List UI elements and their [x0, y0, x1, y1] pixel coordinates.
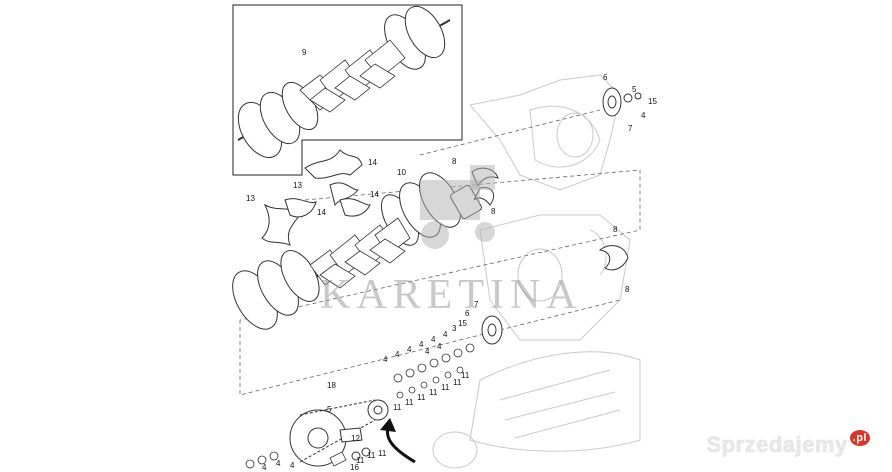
callout-11-bottom-1: 11 — [356, 456, 365, 465]
callout-4-bottom-2: 4 — [276, 459, 281, 468]
callout-4-row-4: 4 — [419, 340, 424, 349]
callout-11-row-6: 11 — [453, 378, 462, 387]
inset-auger — [237, 5, 451, 158]
callout-4-row-8: 4 — [425, 347, 430, 356]
callout-6-top: 6 — [603, 73, 608, 82]
site-stamp: Sprzedajemy.pl — [706, 430, 870, 458]
callout-5-top: 5 — [632, 85, 637, 94]
callout-5-bottom: 5 — [327, 405, 332, 414]
callout-11-row-1: 11 — [393, 403, 402, 412]
callout-11-bottom-2: 11 — [367, 451, 376, 460]
callout-16: 16 — [350, 463, 359, 472]
callout-14-a: 14 — [368, 158, 377, 167]
main-auger-paddles — [309, 217, 411, 289]
frame-housing-outline — [432, 74, 641, 469]
callout-11-row-2: 11 — [405, 398, 414, 407]
watermark-tractor-icon — [420, 165, 495, 249]
callout-4-bottom-3: 4 — [290, 461, 295, 470]
drive-sprocket-chain — [289, 399, 389, 467]
callout-11-row-7: 11 — [461, 371, 470, 380]
callout-3: 3 — [452, 324, 457, 333]
callout-4-row-5: 4 — [431, 335, 436, 344]
callout-14-c: 14 — [370, 190, 379, 199]
callout-4-row-2: 4 — [395, 350, 400, 359]
site-stamp-name: Sprzedajemy — [706, 432, 848, 457]
washer-row — [393, 343, 475, 399]
callout-labels: 9 6 5 15 4 7 14 8 10 8 13 13 14 14 8 8 7… — [246, 48, 657, 472]
callout-18: 18 — [327, 381, 336, 390]
callout-8-d: 8 — [625, 285, 630, 294]
callout-14-b: 14 — [317, 208, 326, 217]
callout-4-top: 4 — [641, 111, 646, 120]
callout-11-row-3: 11 — [417, 393, 426, 402]
callout-11-row-4: 11 — [429, 388, 438, 397]
callout-15-mid: 15 — [458, 319, 467, 328]
site-stamp-tld: .pl — [849, 430, 870, 446]
callout-15-top: 15 — [648, 97, 657, 106]
callout-4-row-7: 4 — [437, 342, 442, 351]
callout-6-mid: 6 — [465, 309, 470, 318]
callout-12: 12 — [351, 434, 360, 443]
callout-8-b: 8 — [491, 207, 496, 216]
callout-4-bottom-1: 4 — [262, 463, 267, 472]
paddle-segments — [261, 149, 371, 246]
bottom-left-fasteners — [245, 451, 347, 469]
watermark-text: KARETINA — [320, 272, 583, 318]
callout-7-top: 7 — [628, 124, 633, 133]
callout-11-row-5: 11 — [441, 383, 450, 392]
callout-4-row-3: 4 — [407, 345, 412, 354]
direction-arrow — [380, 418, 416, 464]
callout-9: 9 — [302, 48, 307, 57]
callout-7-mid: 7 — [474, 300, 479, 309]
callout-11-bottom-3: 11 — [378, 449, 387, 458]
inset-auger-paddles — [299, 39, 406, 113]
callout-13-b: 13 — [293, 181, 302, 190]
callout-13-a: 13 — [246, 194, 255, 203]
callout-4-row-6: 4 — [443, 330, 448, 339]
callout-8-c: 8 — [613, 225, 618, 234]
callout-8-a: 8 — [452, 157, 457, 166]
callout-10: 10 — [397, 168, 406, 177]
callout-4-row-1: 4 — [383, 355, 388, 364]
